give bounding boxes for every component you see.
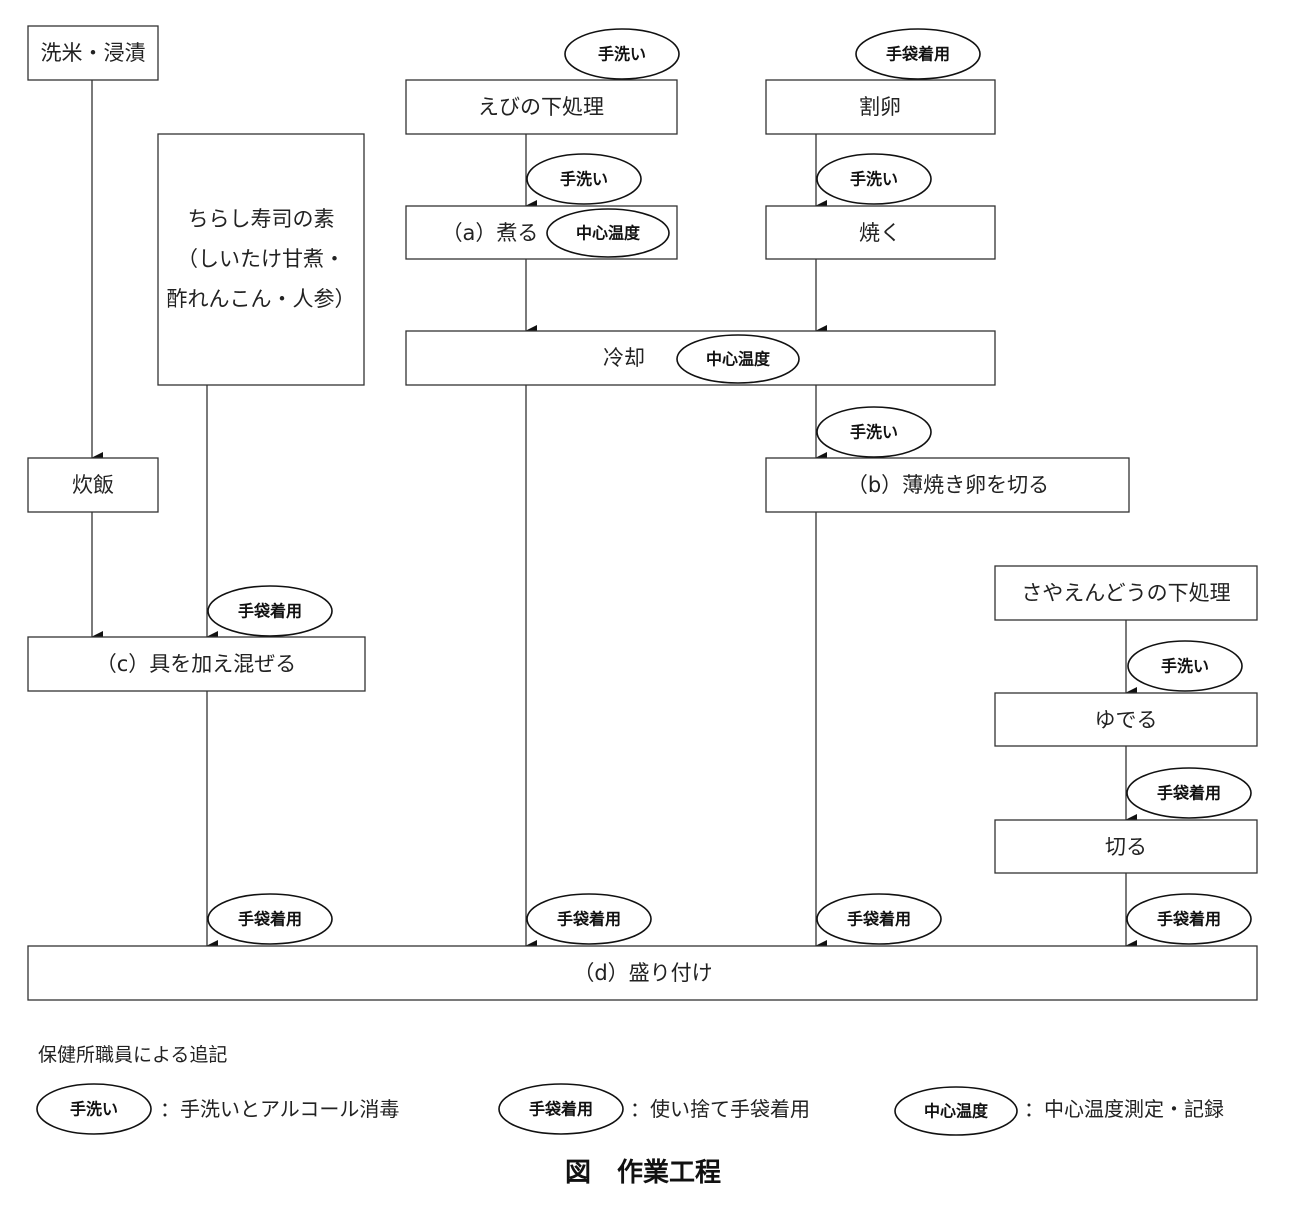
- step-plate: （d）盛り付け: [27, 945, 1258, 1001]
- step-cut-egg: （b）薄焼き卵を切る: [765, 457, 1130, 513]
- svg-text:手洗い: 手洗い: [1161, 657, 1209, 676]
- svg-text:手袋着用: 手袋着用: [557, 910, 621, 929]
- svg-text:手洗い: 手洗い: [850, 170, 898, 189]
- step-sushi-base-line3: 酢れんこん・人参）: [167, 287, 356, 311]
- legend-desc-handwash: ：手洗いとアルコール消毒: [160, 1097, 399, 1121]
- legend-desc-core-temp: ：中心温度測定・記録: [1024, 1097, 1224, 1121]
- marker-gloves-plate-3: 手袋着用: [816, 893, 942, 945]
- legend: 手洗い ：手洗いとアルコール消毒 手袋着用 ：使い捨て手袋着用 中心温度 ：中心…: [36, 1083, 1224, 1136]
- step-plate-label: （d）盛り付け: [573, 961, 712, 985]
- step-crack-egg-label: 割卵: [859, 95, 901, 119]
- svg-text:中心温度: 中心温度: [706, 350, 771, 369]
- svg-text:手袋着用: 手袋着用: [238, 910, 302, 929]
- step-boil-label: （a）煮る: [442, 221, 539, 245]
- marker-gloves-plate-2: 手袋着用: [526, 893, 652, 945]
- svg-text:手洗い: 手洗い: [850, 423, 898, 442]
- connectors: [91, 80, 1137, 952]
- step-snowpea-boil: ゆでる: [994, 692, 1258, 747]
- step-cool-label: 冷却: [603, 346, 645, 370]
- svg-text:手袋着用: 手袋着用: [886, 45, 950, 64]
- step-bake: 焼く: [765, 205, 996, 260]
- step-bake-label: 焼く: [859, 221, 901, 245]
- svg-text:手袋着用: 手袋着用: [1157, 910, 1221, 929]
- step-crack-egg: 割卵: [765, 79, 996, 135]
- legend-marker-handwash: 手洗い: [36, 1083, 152, 1135]
- step-cut-egg-label: （b）薄焼き卵を切る: [847, 473, 1049, 497]
- svg-text:中心温度: 中心温度: [576, 224, 641, 243]
- marker-handwash-bake: 手洗い: [816, 153, 932, 205]
- legend-marker-gloves: 手袋着用: [498, 1083, 624, 1135]
- step-cook-rice: 炊飯: [27, 457, 159, 513]
- svg-text:手洗い: 手洗い: [70, 1100, 118, 1119]
- step-snowpea-boil-label: ゆでる: [1095, 708, 1158, 732]
- step-shrimp-prep-label: えびの下処理: [478, 95, 604, 119]
- marker-handwash-shrimp-prep: 手洗い: [564, 28, 680, 80]
- step-shrimp-prep: えびの下処理: [405, 79, 678, 135]
- staff-note-label: 保健所職員による追記: [38, 1044, 228, 1066]
- figure-caption: 図 作業工程: [565, 1158, 721, 1188]
- step-snowpea-cut: 切る: [994, 819, 1258, 874]
- step-sushi-base: ちらし寿司の素 （しいたけ甘煮・ 酢れんこん・人参）: [157, 133, 365, 386]
- svg-text:手洗い: 手洗い: [560, 170, 608, 189]
- step-mix: （c）具を加え混ぜる: [27, 636, 366, 692]
- svg-text:手袋着用: 手袋着用: [529, 1100, 593, 1119]
- marker-core-temp-boil: 中心温度: [546, 208, 670, 258]
- svg-text:手袋着用: 手袋着用: [1157, 784, 1221, 803]
- step-sushi-base-line1: ちらし寿司の素: [188, 207, 335, 231]
- marker-gloves-plate-1: 手袋着用: [207, 893, 333, 945]
- step-snowpea-cut-label: 切る: [1105, 835, 1147, 859]
- step-sushi-base-line2: （しいたけ甘煮・: [177, 247, 345, 271]
- step-rice-wash-label: 洗米・浸漬: [41, 41, 146, 65]
- step-cook-rice-label: 炊飯: [72, 473, 114, 497]
- marker-core-temp-cool: 中心温度: [676, 334, 800, 384]
- legend-marker-core-temp: 中心温度: [894, 1086, 1018, 1136]
- marker-gloves-crack-egg: 手袋着用: [855, 28, 981, 80]
- step-mix-label: （c）具を加え混ぜる: [96, 652, 297, 676]
- step-snowpea-prep: さやえんどうの下処理: [994, 565, 1258, 621]
- step-snowpea-prep-label: さやえんどうの下処理: [1021, 581, 1230, 605]
- svg-text:手袋着用: 手袋着用: [238, 602, 302, 621]
- marker-gloves-snowpea-cut: 手袋着用: [1126, 767, 1252, 819]
- marker-handwash-snowpea-boil: 手洗い: [1127, 640, 1243, 692]
- marker-gloves-plate-4: 手袋着用: [1126, 893, 1252, 945]
- marker-handwash-boil: 手洗い: [526, 153, 642, 205]
- marker-gloves-mix: 手袋着用: [207, 585, 333, 637]
- svg-text:手袋着用: 手袋着用: [847, 910, 911, 929]
- svg-text:手洗い: 手洗い: [598, 45, 646, 64]
- legend-desc-gloves: ：使い捨て手袋着用: [630, 1097, 810, 1121]
- step-rice-wash: 洗米・浸漬: [27, 25, 159, 81]
- marker-handwash-cut-egg: 手洗い: [816, 406, 932, 458]
- svg-text:中心温度: 中心温度: [924, 1102, 989, 1121]
